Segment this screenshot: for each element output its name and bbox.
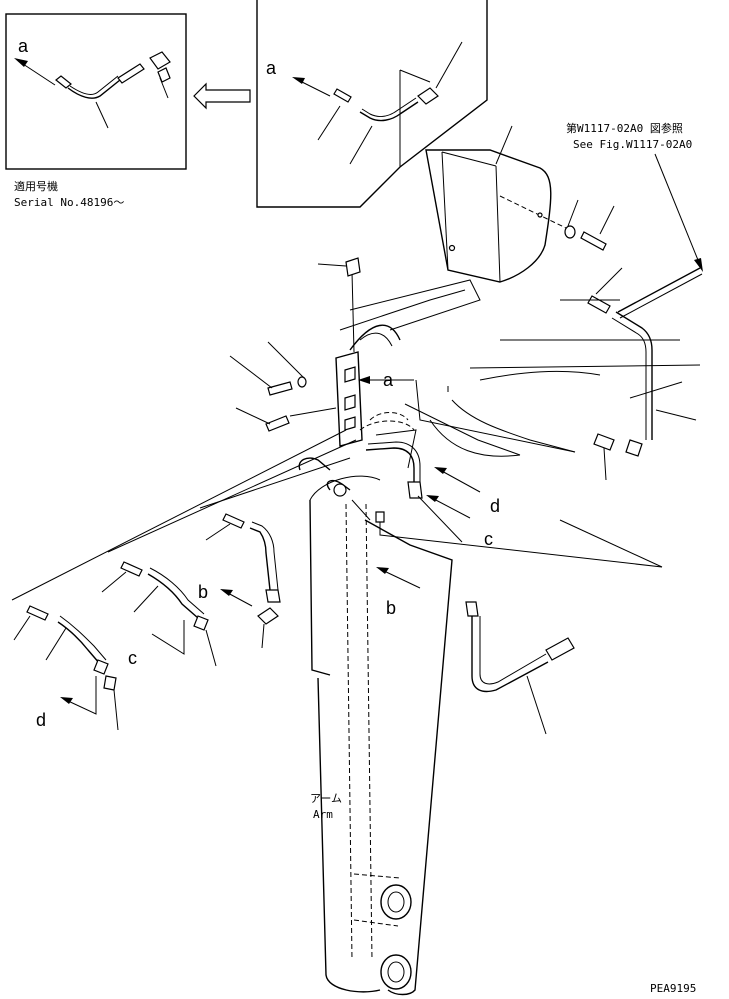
inset-right-tube xyxy=(359,101,419,122)
right-hose xyxy=(465,601,575,735)
inset-left-hose-end xyxy=(117,63,145,84)
see-fig-en: See Fig.W1117-02A0 xyxy=(573,138,692,151)
inset-left-arrow-line xyxy=(19,61,56,86)
inset-left: a xyxy=(5,13,187,170)
inset-right-label-a: a xyxy=(266,58,277,78)
arm-tube-center xyxy=(365,441,423,535)
applicable-serial-jp: 適用号機 xyxy=(14,179,58,193)
inset-right: a xyxy=(256,0,488,208)
bolt xyxy=(580,231,607,251)
inset-left-label-a: a xyxy=(18,36,29,56)
label-c-upper: c xyxy=(484,529,493,549)
washer xyxy=(564,225,576,239)
inset-right-frame xyxy=(256,0,488,208)
arm-label-jp: アーム xyxy=(310,792,342,805)
reference-arrow-icon xyxy=(193,82,251,110)
arm-label-en: Arm xyxy=(313,808,333,821)
cover-plate xyxy=(425,125,567,283)
inset-left-frame xyxy=(5,13,187,170)
tube-d-assembly xyxy=(13,605,119,731)
inset-left-arrowhead xyxy=(14,58,28,67)
see-fig-leader xyxy=(654,153,701,266)
applicable-serial-en: Serial No.48196～ xyxy=(14,196,124,209)
arm xyxy=(298,412,453,996)
label-b-lower: b xyxy=(386,598,396,618)
inset-right-nipple xyxy=(333,88,352,103)
label-d-upper: d xyxy=(490,496,500,516)
inset-left-tube xyxy=(67,79,121,99)
inset-right-elbow xyxy=(417,87,439,105)
tube-c-assembly xyxy=(101,561,217,667)
label-c-lower: c xyxy=(128,648,137,668)
boom-tubes xyxy=(587,267,703,481)
drawing-number: PEA9195 xyxy=(650,982,696,995)
see-fig-jp: 第W1117-02A0 図参照 xyxy=(566,121,683,135)
boom-body xyxy=(339,279,701,457)
inset-left-fitting xyxy=(55,75,72,89)
valve-bolts xyxy=(229,341,337,432)
valve-block xyxy=(317,257,414,447)
label-d-lower: d xyxy=(36,710,46,730)
main-label-a: a xyxy=(383,370,394,390)
label-b-upper: b xyxy=(198,582,208,602)
inset-left-elbow xyxy=(149,51,171,70)
tube-b-assembly xyxy=(205,513,281,649)
